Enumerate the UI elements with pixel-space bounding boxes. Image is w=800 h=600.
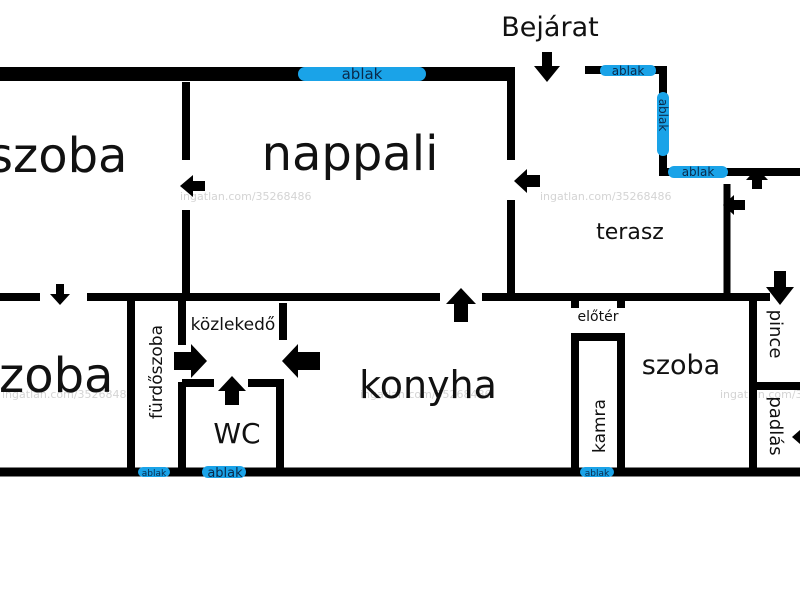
room-label: közlekedő — [191, 315, 276, 335]
room-label: szoba — [642, 350, 720, 381]
entrance-label: Bejárat — [501, 12, 598, 43]
window-label: ablak — [342, 65, 383, 83]
watermark: ingatlan.com/35268486 — [2, 388, 134, 401]
window-entrance-top: ablak — [600, 64, 656, 78]
wall-entrance-step — [585, 66, 800, 176]
window-label: ablak — [585, 469, 610, 479]
arrow-down-icon — [50, 284, 70, 305]
arrow-down-icon — [534, 52, 560, 82]
arrow-left-icon — [282, 344, 320, 378]
watermark: ingatlan.com/35268486 — [180, 190, 312, 203]
room-label: pince — [765, 310, 786, 359]
arrow-left-icon — [180, 175, 205, 197]
room-label: szoba — [0, 348, 113, 404]
watermarks: ingatlan.com/35268486 ingatlan.com/35268… — [2, 190, 800, 401]
room-label: előtér — [578, 309, 619, 325]
room-label: padlás — [765, 396, 786, 455]
arrow-up-icon — [218, 376, 246, 405]
arrow-left-icon — [723, 195, 745, 215]
window-bathroom: ablak — [138, 467, 170, 479]
window-label: ablak — [142, 469, 167, 479]
room-label: terasz — [596, 220, 664, 245]
window-label: ablak — [207, 466, 243, 481]
arrow-up-icon — [446, 288, 476, 322]
window-label: ablak — [656, 99, 670, 132]
arrow-left-icon — [792, 430, 800, 444]
room-label: kamra — [590, 399, 610, 453]
room-label: WC — [213, 417, 260, 450]
arrow-left-icon — [514, 169, 540, 193]
windows: ablak ablak ablak ablak ablak ablak abla… — [138, 64, 728, 481]
watermark: ingatlan.com/35268486 — [720, 388, 800, 401]
room-label: konyha — [359, 363, 497, 407]
arrow-down-icon — [766, 271, 794, 305]
room-label: fürdőszoba — [147, 325, 167, 419]
arrow-right-icon — [174, 344, 207, 378]
arrow-up-icon — [746, 168, 768, 189]
window-wc: ablak — [202, 466, 246, 481]
window-entrance-side: ablak — [656, 92, 670, 156]
door-arrows — [50, 52, 800, 444]
room-label: nappali — [262, 126, 439, 182]
window-label: ablak — [612, 64, 645, 78]
room-label: szoba — [0, 128, 127, 184]
window-label: ablak — [682, 165, 715, 179]
window-pantry: ablak — [580, 467, 614, 479]
window-terrace: ablak — [668, 165, 728, 179]
walls — [0, 66, 800, 477]
window-nappali: ablak — [298, 65, 426, 83]
watermark: ingatlan.com/35268486 — [360, 388, 492, 401]
labels: Bejárat szoba nappali terasz szoba fürdő… — [0, 12, 786, 456]
watermark: ingatlan.com/35268486 — [540, 190, 672, 203]
